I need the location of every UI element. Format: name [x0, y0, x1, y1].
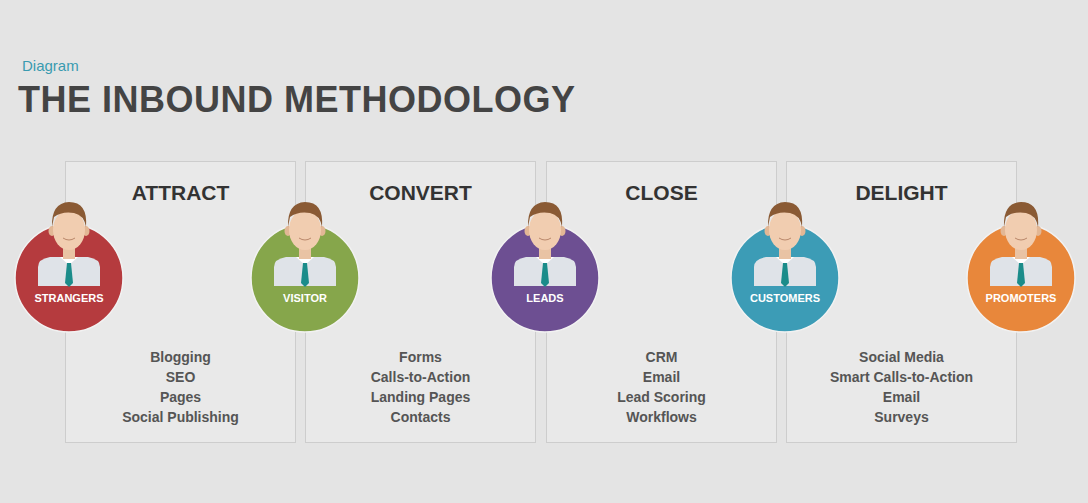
persona-label: LEADS [490, 290, 600, 306]
persona-circle: CUSTOMERS [730, 223, 840, 333]
persona-circle: LEADS [490, 223, 600, 333]
tactic-item: Lead Scoring [547, 387, 776, 407]
tactic-item: Surveys [787, 407, 1016, 427]
tie [301, 263, 309, 287]
tie [781, 263, 789, 287]
stage-heading: DELIGHT [787, 179, 1016, 207]
tactic-item: Blogging [66, 347, 295, 367]
stage-heading: CONVERT [306, 179, 535, 207]
tactic-item: Contacts [306, 407, 535, 427]
smile [299, 238, 311, 240]
tactic-item: Landing Pages [306, 387, 535, 407]
face [1005, 210, 1037, 250]
smile [779, 238, 791, 240]
persona-icon [966, 223, 1076, 333]
stage-heading: ATTRACT [66, 179, 295, 207]
hair [288, 202, 322, 227]
face [53, 210, 85, 250]
persona-icon [730, 223, 840, 333]
tie [65, 263, 73, 287]
tactic-item: Social Publishing [66, 407, 295, 427]
circle-shape [15, 224, 123, 332]
shirt [274, 257, 336, 286]
tactic-list: CRMEmailLead ScoringWorkflows [547, 347, 776, 427]
tactic-list: BloggingSEOPagesSocial Publishing [66, 347, 295, 427]
circle-shape [251, 224, 359, 332]
tactic-list: FormsCalls-to-ActionLanding PagesContact… [306, 347, 535, 427]
persona-label: CUSTOMERS [730, 290, 840, 306]
circle-shape [491, 224, 599, 332]
tactic-item: Smart Calls-to-Action [787, 367, 1016, 387]
hair [1004, 202, 1038, 227]
kicker-label: Diagram [22, 57, 79, 74]
face [769, 210, 801, 250]
tactic-list: Social MediaSmart Calls-to-ActionEmailSu… [787, 347, 1016, 427]
persona-icon [250, 223, 360, 333]
persona-circle: VISITOR [250, 223, 360, 333]
diagram-title: THE INBOUND METHODOLOGY [18, 79, 576, 121]
persona-circle: PROMOTERS [966, 223, 1076, 333]
shirt [38, 257, 100, 286]
persona-icon [490, 223, 600, 333]
circle-shape [967, 224, 1075, 332]
tactic-item: CRM [547, 347, 776, 367]
persona-label: VISITOR [250, 290, 360, 306]
stage-heading: CLOSE [547, 179, 776, 207]
face [289, 210, 321, 250]
face [529, 210, 561, 250]
persona-label: PROMOTERS [966, 290, 1076, 306]
hair [52, 202, 86, 227]
tactic-item: Email [787, 387, 1016, 407]
smile [539, 238, 551, 240]
hair [768, 202, 802, 227]
smile [63, 238, 75, 240]
hair [528, 202, 562, 227]
tactic-item: Email [547, 367, 776, 387]
tactic-item: Pages [66, 387, 295, 407]
shirt [990, 257, 1052, 286]
tactic-item: Calls-to-Action [306, 367, 535, 387]
smile [1015, 238, 1027, 240]
tactic-item: Forms [306, 347, 535, 367]
tactic-item: Workflows [547, 407, 776, 427]
shirt [514, 257, 576, 286]
persona-circle: STRANGERS [14, 223, 124, 333]
shirt [754, 257, 816, 286]
persona-icon [14, 223, 124, 333]
tactic-item: Social Media [787, 347, 1016, 367]
circle-shape [731, 224, 839, 332]
persona-label: STRANGERS [14, 290, 124, 306]
tie [541, 263, 549, 287]
tactic-item: SEO [66, 367, 295, 387]
tie [1017, 263, 1025, 287]
